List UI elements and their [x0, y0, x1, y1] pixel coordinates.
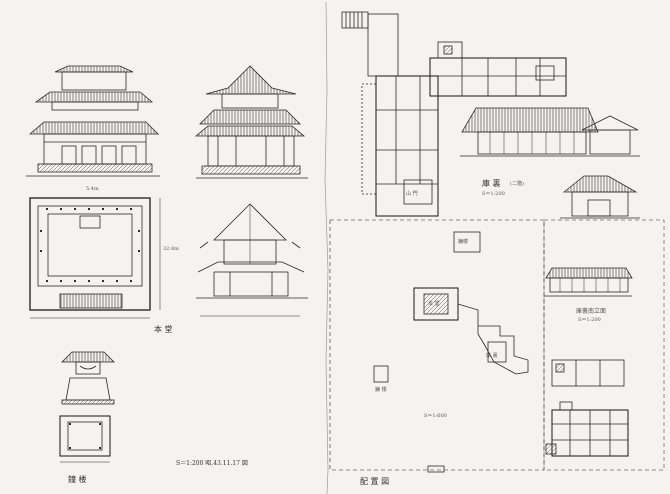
- dim-depth-label: 32.8m: [163, 246, 179, 252]
- shoro-label: 鐘 楼: [68, 475, 87, 484]
- site-shoro-small-label: 鐘楼: [458, 239, 469, 245]
- gate-elevation: [560, 175, 640, 219]
- site-plan-label: 配 置 図: [360, 477, 390, 486]
- site-sanmon-label: 山 門: [406, 191, 418, 197]
- site-scale-label: S＝1:600: [424, 413, 447, 419]
- small-plan-2: [545, 401, 629, 457]
- shoro-plan: [59, 415, 111, 463]
- hondo-scale-label: S＝1:200 昭.43.11.17 図: [176, 460, 248, 467]
- small-plan-1: [551, 359, 625, 387]
- site-hondo-label: 本 堂: [428, 301, 440, 307]
- kuri-label: 庫 裏: [482, 179, 501, 188]
- hondo-label: 本 堂: [154, 325, 173, 334]
- dim-width-label: 5.4m: [86, 186, 99, 192]
- site-plan: [329, 219, 665, 473]
- hondo-section: [196, 203, 308, 317]
- hondo-floor-plan: [29, 197, 161, 319]
- hondo-side-elevation: [194, 65, 308, 179]
- site-kuri-label: 庫 裏: [486, 353, 498, 359]
- shoro-elevation: [61, 351, 115, 405]
- hondo-front-elevation: [26, 65, 160, 177]
- kuri-elevation: [460, 107, 640, 157]
- kuri-south-elevation: [544, 267, 633, 297]
- kuri-floor-plan: [341, 11, 567, 217]
- kuri-south-scale-label: S＝1:200: [578, 317, 601, 323]
- kuri-scale-label: S＝1:200: [482, 191, 505, 197]
- site-shoro-label: 鐘 楼: [375, 387, 387, 393]
- kuri-south-label: 庫裏南立面: [576, 308, 607, 315]
- kuri-sub-label: (二階): [510, 181, 524, 187]
